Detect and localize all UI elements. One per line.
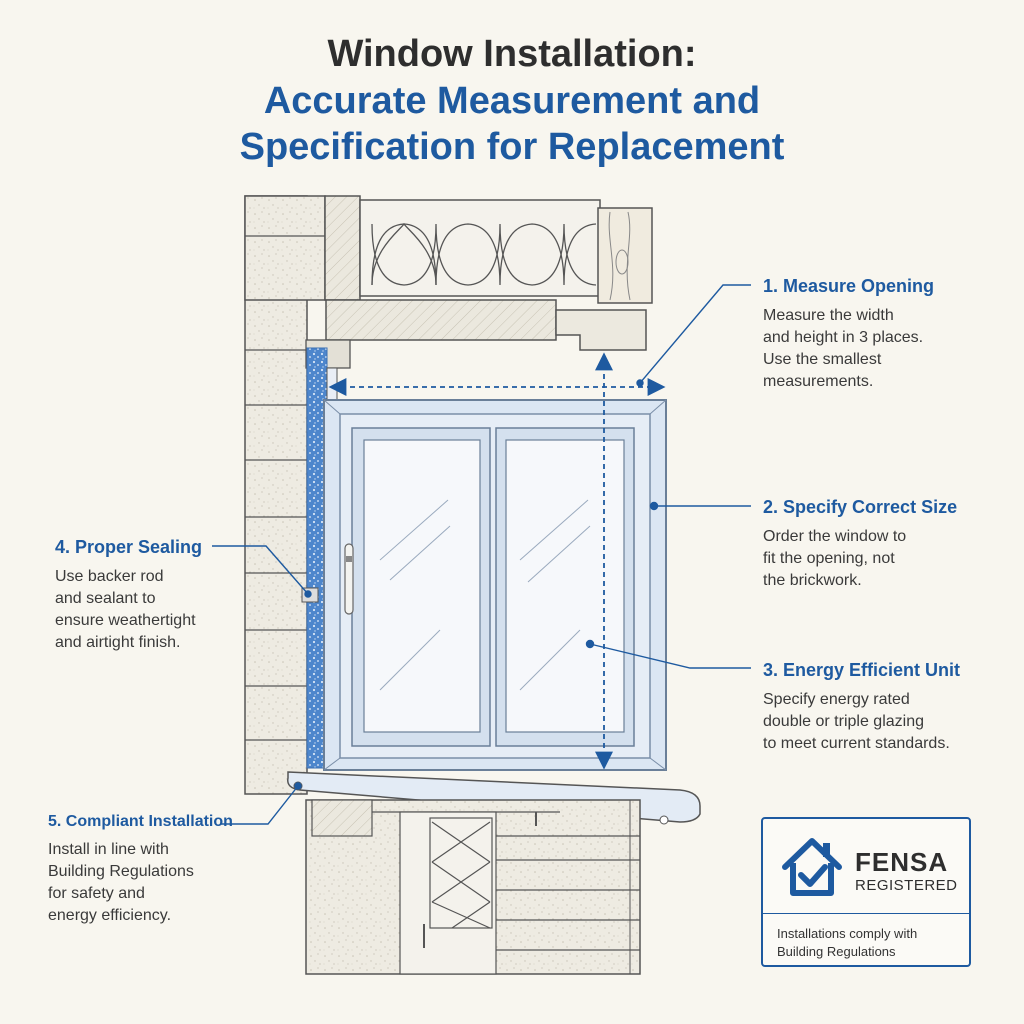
fensa-badge: FENSA REGISTERED Installations comply wi… xyxy=(761,817,971,967)
callout-text-line: ensure weathertight xyxy=(55,612,196,629)
head-insulation xyxy=(359,199,601,297)
lower-wall xyxy=(305,799,641,975)
leader-energy-unit xyxy=(589,643,751,669)
callout-heading: 4. Proper Sealing xyxy=(55,537,203,557)
callout-text-line: for safety and xyxy=(48,885,145,902)
callout-text-line: Specify energy rated xyxy=(763,691,910,708)
leader-proper-sealing xyxy=(212,545,309,595)
leader-lines xyxy=(212,284,751,825)
callout-text-line: the brickwork. xyxy=(763,572,862,589)
title-block: Window Installation: Accurate Measuremen… xyxy=(0,30,1024,170)
lintel xyxy=(305,299,647,369)
page-subtitle-line-1: Accurate Measurement and xyxy=(263,80,761,122)
callout-text-line: energy efficiency. xyxy=(48,907,172,924)
badge-name: FENSA xyxy=(855,847,949,877)
callout-specify-size: 2. Specify Correct Size Order the window… xyxy=(763,497,993,592)
callout-text-line: Use the smallest xyxy=(763,351,882,368)
callout-text-line: and sealant to xyxy=(55,590,156,607)
callout-heading: 1. Measure Opening xyxy=(763,276,935,296)
badge-note: Installations comply with Building Regul… xyxy=(777,925,967,961)
leader-compliant-installation xyxy=(220,785,299,825)
callout-text-line: measurements. xyxy=(763,373,874,390)
head-timber xyxy=(597,207,653,304)
callout-heading: 3. Energy Efficient Unit xyxy=(763,660,961,680)
callout-text-line: and height in 3 places. xyxy=(763,329,924,346)
badge-note-line: Building Regulations xyxy=(777,944,896,959)
window-frame xyxy=(323,399,667,771)
callout-proper-sealing: 4. Proper Sealing Use backer rod and sea… xyxy=(55,537,255,654)
callout-text-line: fit the opening, not xyxy=(763,550,895,567)
callout-text-line: Order the window to xyxy=(763,528,907,545)
badge-note-line: Installations comply with xyxy=(777,926,918,941)
badge-status: REGISTERED xyxy=(855,877,958,894)
callout-text-line: double or triple glazing xyxy=(763,713,924,730)
callout-text-line: to meet current standards. xyxy=(763,735,950,752)
measurement-arrows xyxy=(328,352,666,770)
callout-energy-unit: 3. Energy Efficient Unit Specify energy … xyxy=(763,660,1003,755)
page-title: Window Installation: xyxy=(327,33,697,75)
callout-text-line: Measure the width xyxy=(763,307,894,324)
leader-measure-opening xyxy=(639,284,751,384)
callout-text-line: Install in line with xyxy=(48,841,169,858)
callout-text-line: and airtight finish. xyxy=(55,634,181,651)
badge-divider xyxy=(763,913,969,914)
callout-text-line: Building Regulations xyxy=(48,863,194,880)
callout-heading: 5. Compliant Installation xyxy=(48,813,233,830)
callout-compliant-installation: 5. Compliant Installation Install in lin… xyxy=(48,813,258,927)
callout-heading: 2. Specify Correct Size xyxy=(763,497,958,517)
callout-measure-opening: 1. Measure Opening Measure the width and… xyxy=(763,276,993,393)
page-subtitle-line-2: Specification for Replacement xyxy=(239,126,785,168)
callout-text-line: Use backer rod xyxy=(55,568,164,585)
house-check-icon xyxy=(782,838,842,896)
